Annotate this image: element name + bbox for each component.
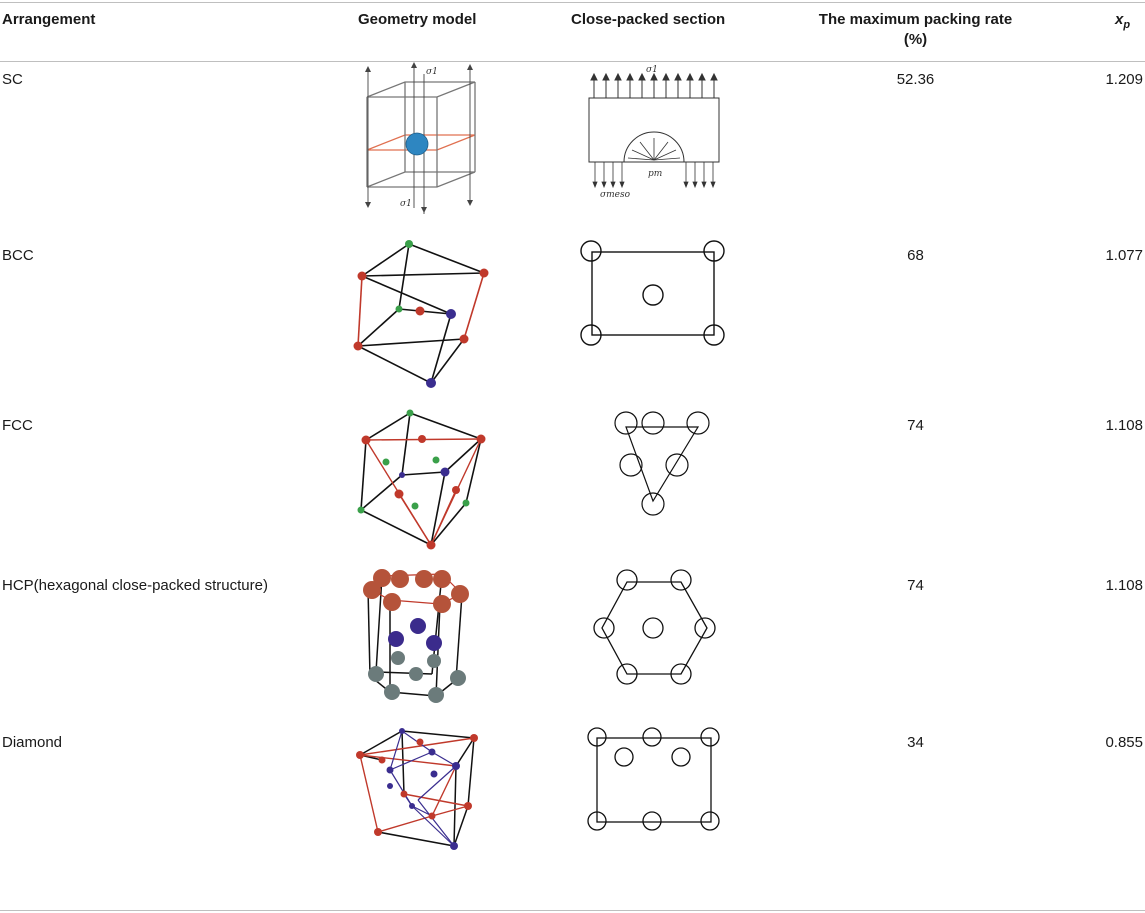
bcc-close-packed-section [580,240,725,346]
sc-sigma-bottom: σ1 [400,199,412,209]
fcc-close-packed-section [614,411,710,516]
fcc-geometry-model [357,409,486,550]
row-diamond-xp: 0.855 [1105,734,1143,751]
row-hcp-xp: 1.108 [1105,577,1143,594]
row-sc-rate: 52.36 [896,71,935,88]
section-sigma-top: σ1 [646,65,658,75]
header-rule [0,61,1145,62]
row-sc-arrangement: SC [2,71,23,88]
header-close-packed-section: Close-packed section [571,11,726,28]
sc-close-packed-section: σ1 pm σmeso [588,65,720,200]
row-diamond-arrangement: Diamond [2,734,63,751]
header-max-packing-rate-line2: (%) [903,31,928,48]
section-p-label: pm [648,169,662,179]
hcp-close-packed-section [593,569,716,685]
bottom-rule [0,910,1145,911]
header-arrangement: Arrangement [2,11,96,28]
hcp-geometry-model [363,569,469,703]
header-max-packing-rate-line1: The maximum packing rate [818,11,1013,28]
bcc-geometry-model [353,240,489,388]
row-sc-xp: 1.209 [1105,71,1143,88]
row-fcc-xp: 1.108 [1105,417,1143,434]
section-sigma-meso: σmeso [600,190,631,200]
header-xp-sub: p [1123,19,1131,31]
row-hcp-rate: 74 [907,577,924,594]
sc-geometry-model: σ1 σ1 [365,62,476,214]
row-hcp-arrangement: HCP(hexagonal close-packed structure) [2,577,268,594]
sc-sigma-top: σ1 [426,67,438,77]
row-bcc-xp: 1.077 [1105,247,1143,264]
top-rule [0,2,1145,3]
header-geometry-model: Geometry model [358,11,477,28]
row-diamond-rate: 34 [907,734,924,751]
header-xp-main: x [1115,11,1124,28]
row-fcc-arrangement: FCC [2,417,33,434]
header-xp: xp [1115,10,1130,35]
row-bcc-arrangement: BCC [2,247,34,264]
diamond-geometry-model [356,728,478,850]
row-fcc-rate: 74 [907,417,924,434]
diamond-close-packed-section [587,727,720,831]
header-max-packing-rate: The maximum packing rate (%) [808,10,1023,50]
row-bcc-rate: 68 [907,247,924,264]
